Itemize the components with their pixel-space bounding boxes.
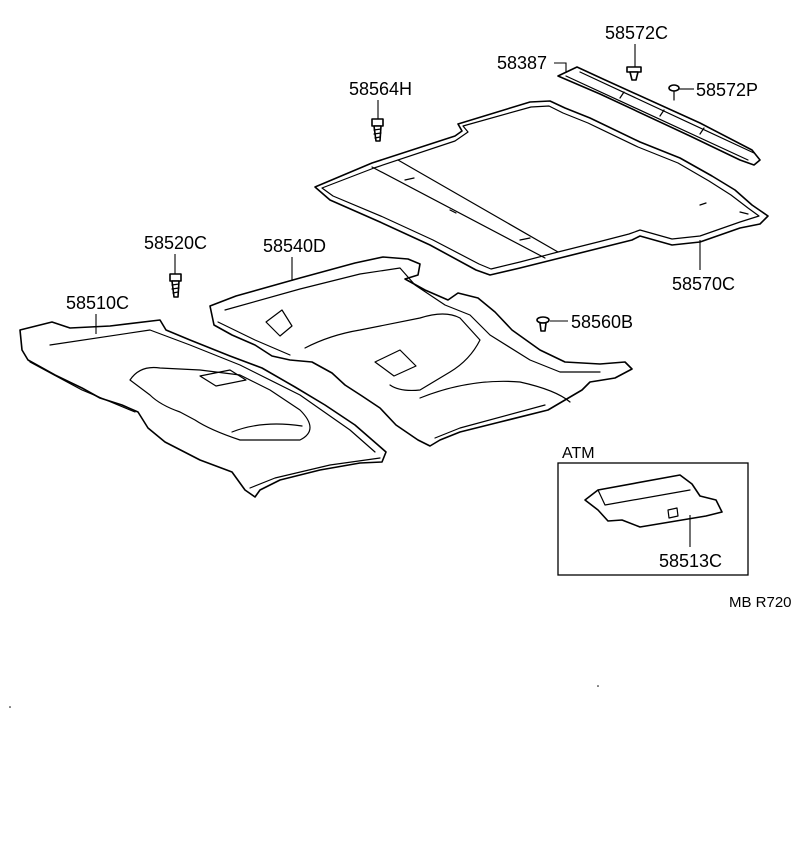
callout-label: 58513C [659, 551, 722, 571]
part-58513c-tab [667, 507, 679, 519]
part-58572c-clip [626, 66, 642, 81]
callout-label: 58520C [144, 233, 207, 253]
part-58570c-outer-edge [314, 100, 769, 276]
part-58387-edge-line [579, 71, 755, 154]
part-58540d-tunnel [304, 313, 481, 392]
part-58570c-mark [404, 177, 749, 241]
callout-label: 58560B [571, 312, 633, 332]
inset-label: ATM [562, 445, 595, 462]
part-58387-tick [619, 91, 705, 135]
inset-frame [557, 462, 749, 576]
part-58510c-drawing [19, 319, 387, 498]
plug-head [668, 84, 680, 92]
callout-label: 58510C [66, 293, 129, 313]
callout-label: 58572P [696, 80, 758, 100]
part-58540d-footwell [419, 380, 571, 403]
part-58570c-panel-line [371, 166, 546, 259]
part-58513c-body [584, 474, 723, 528]
print-dot [9, 706, 11, 708]
leader-58387 [554, 62, 567, 73]
clip-head [536, 316, 550, 324]
part-58387-body [557, 66, 761, 166]
part-58540d-lower-edge [217, 321, 546, 439]
part-58510c-tab [199, 369, 247, 387]
part-58513c-fold-line [597, 489, 691, 506]
callout-label: 58564H [349, 79, 412, 99]
part-58520c-bolt [169, 273, 182, 298]
callout-label: 58570C [672, 274, 735, 294]
part-58387-drawing [557, 66, 761, 166]
clip-stem [629, 71, 639, 81]
part-58540d-drawing [209, 256, 633, 447]
bolt-thread [373, 128, 382, 139]
clip-head [626, 66, 642, 73]
callout-label: 58540D [263, 236, 326, 256]
callout-label: 58572C [605, 23, 668, 43]
clip-stem [539, 322, 547, 332]
part-58510c-rim [49, 329, 376, 453]
print-dot [597, 685, 599, 687]
part-58510c-lower-edge [29, 361, 381, 489]
callout-label: 58387 [497, 53, 547, 73]
bolt-head [371, 118, 384, 127]
part-58570c-panel-line [397, 159, 559, 253]
part-58540d-tab [374, 349, 417, 377]
part-58540d-outline [209, 256, 633, 447]
part-58570c-drawing [314, 100, 769, 276]
part-58570c-inner-edge [321, 105, 760, 270]
part-58510c-tunnel [129, 366, 311, 441]
part-58510c-footwell [231, 423, 303, 433]
part-58513c-drawing [584, 474, 723, 528]
part-58540d-seat-block [265, 309, 293, 337]
bolt-thread [171, 283, 180, 294]
part-58387-edge-line [565, 75, 749, 161]
figure-code: MB R720 [729, 594, 792, 611]
part-58564h-bolt [371, 118, 384, 142]
bolt-head [169, 273, 182, 282]
part-58540d-rim [224, 267, 601, 373]
part-58560b-clip [536, 316, 550, 332]
part-58572p-plug [668, 84, 680, 101]
